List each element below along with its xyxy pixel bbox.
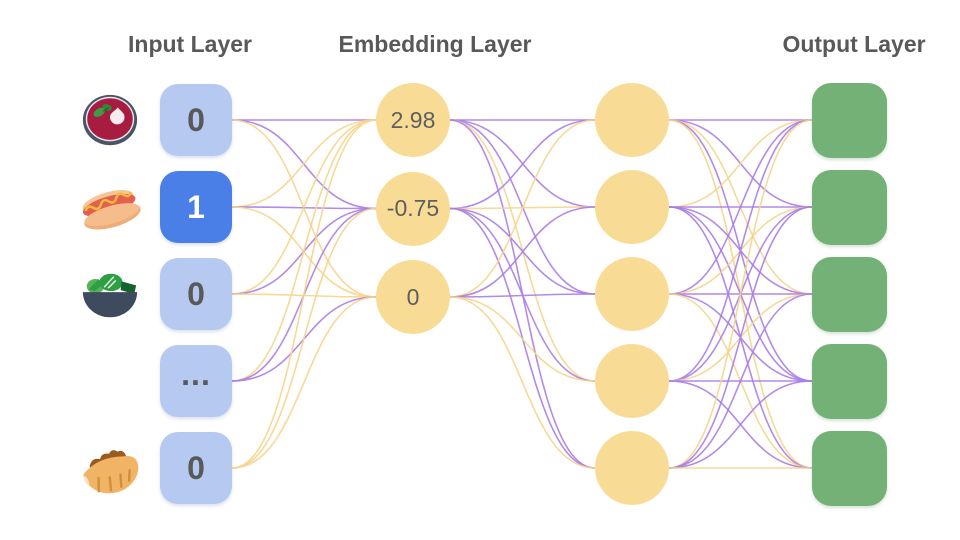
edge <box>668 380 813 469</box>
edge <box>668 119 813 208</box>
edge <box>668 119 813 295</box>
stuffed-flatbread-icon <box>83 450 139 494</box>
edge <box>449 119 596 210</box>
output-node <box>812 430 887 506</box>
input-node: ... <box>160 345 232 417</box>
edge <box>449 296 596 382</box>
edge <box>231 119 377 382</box>
salad-bowl-icon <box>82 273 138 318</box>
input-node-value: 0 <box>187 449 205 486</box>
input-node: 0 <box>160 432 232 504</box>
borscht-bowl-icon <box>82 94 138 146</box>
hidden-node <box>595 83 669 157</box>
input-node: 0 <box>160 258 232 330</box>
input-node-value: ... <box>181 355 211 392</box>
output-node <box>812 169 887 245</box>
hidden-node <box>595 431 669 505</box>
edge <box>668 206 813 469</box>
edge <box>231 207 377 469</box>
edge <box>668 119 813 469</box>
hidden-node <box>595 257 669 331</box>
input-node-value: 1 <box>187 188 205 225</box>
hot-dog-icon <box>82 190 141 230</box>
edge <box>449 119 596 298</box>
edge <box>231 296 377 469</box>
embedding-node: -0.75 <box>376 171 450 246</box>
hidden-node <box>595 344 669 418</box>
output-node <box>812 82 887 158</box>
embedding-node-value: -0.75 <box>386 195 440 221</box>
embedding-node-value: 0 <box>406 283 420 310</box>
embedding-layer-title: Embedding Layer <box>338 31 532 57</box>
edge <box>449 296 596 469</box>
edge <box>668 293 813 469</box>
embedding-node: 0 <box>376 260 450 334</box>
input-node-value: 0 <box>187 275 205 312</box>
output-node <box>812 256 887 332</box>
input-node: 1 <box>160 171 232 243</box>
input-node: 0 <box>160 84 232 156</box>
edge <box>231 119 377 208</box>
edge <box>449 206 596 298</box>
output-node <box>812 343 887 419</box>
embedding-node-value: 2.98 <box>390 106 436 133</box>
input-node-value: 0 <box>187 101 205 138</box>
edge <box>668 119 813 382</box>
edge <box>449 293 596 298</box>
output-layer-title: Output Layer <box>782 31 926 57</box>
input-layer-title: Input Layer <box>128 31 252 57</box>
edge <box>231 119 377 469</box>
embedding-node: 2.98 <box>376 83 450 157</box>
edge <box>231 119 377 295</box>
hidden-node <box>595 170 669 244</box>
